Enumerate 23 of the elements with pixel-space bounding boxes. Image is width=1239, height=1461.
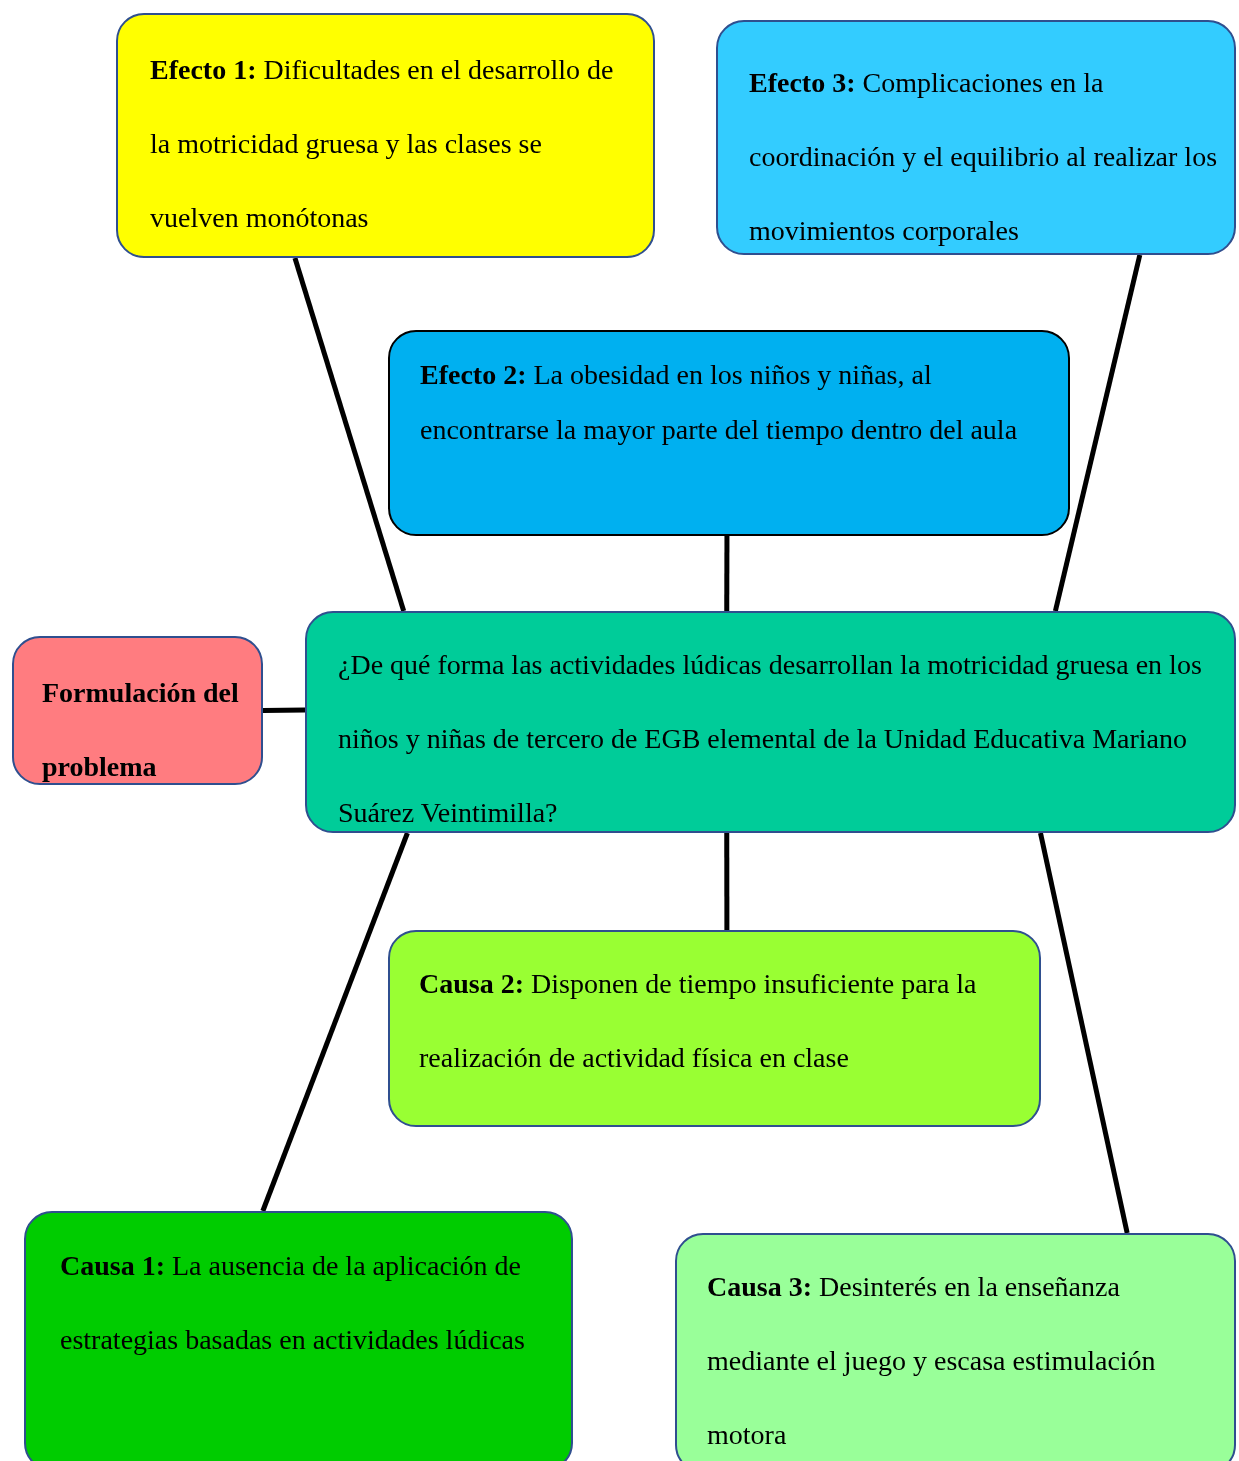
text-box — [116, 13, 655, 258]
text-box — [24, 1211, 573, 1461]
text-box — [305, 611, 1236, 833]
box-text: Efecto 1: Dificultades en el desarrollo de la motricidad gruesa y las clases se vuelven monótonas — [150, 53, 615, 235]
connector-line — [724, 536, 730, 611]
box-text: Efecto 3: Complicaciones en la coordinación y el equilibrio al realizar los movimientos corporales — [749, 66, 1219, 248]
connector-line — [1052, 254, 1143, 612]
connector-line — [724, 833, 730, 930]
text-box — [675, 1233, 1236, 1461]
text-box — [716, 20, 1236, 255]
connector-line — [260, 832, 410, 1212]
connector-line — [292, 257, 407, 612]
box-text: Causa 1: La ausencia de la aplicación de estrategias basadas en actividades lúdicas — [60, 1249, 526, 1357]
box-text: Causa 2: Disponen de tiempo insuficiente para la realización de actividad física en clase — [419, 967, 978, 1075]
box-text: Causa 3: Desinterés en la enseñanza mediante el juego y escasa estimulación motora — [707, 1270, 1157, 1452]
text-box — [388, 930, 1041, 1127]
connector-line — [1038, 832, 1130, 1234]
text-box — [388, 330, 1070, 536]
connector-line — [262, 707, 306, 713]
text-box — [12, 636, 263, 785]
box-text: ¿De qué forma las actividades lúdicas desarrollan la motricidad gruesa en los niños y niñas de tercero de EGB elemental de la Unidad Educativa Mariano Suárez Veintimilla? — [338, 648, 1203, 830]
box-text: Formulación del problema — [42, 676, 240, 784]
box-text: Efecto 2: La obesidad en los niños y niñas, al encontrarse la mayor parte del tiempo dentro del aula — [420, 358, 1019, 447]
